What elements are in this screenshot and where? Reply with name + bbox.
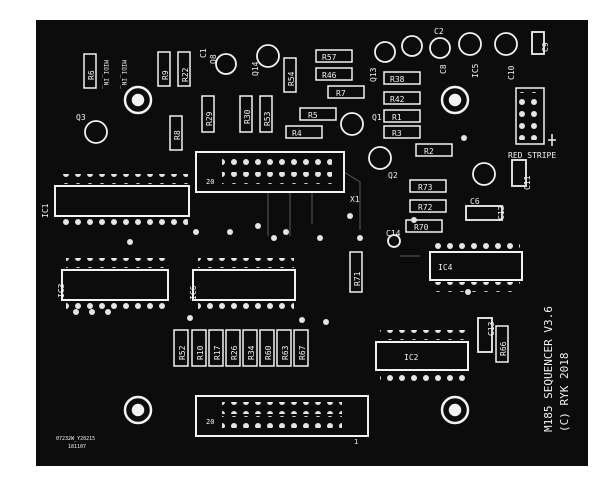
ic2-footprint xyxy=(375,330,469,382)
resistor-label: R73 xyxy=(418,183,433,192)
header-bottom-pin20-label: 20 xyxy=(206,418,214,426)
q2-label: Q2 xyxy=(388,171,398,180)
resistor-bank-label: R34 xyxy=(247,345,256,360)
c14-label: C14 xyxy=(386,229,401,238)
batch-code: 07232W_Y20215 xyxy=(56,436,95,442)
c10-label: C10 xyxy=(507,65,516,80)
resistor-bank-label: R10 xyxy=(196,345,205,360)
resistor-label: R53 xyxy=(263,111,272,126)
q1-label: Q1 xyxy=(372,113,382,122)
resistor-label: R2 xyxy=(424,147,434,156)
mounting-holes xyxy=(123,85,470,425)
ic6-label: IC6 xyxy=(189,285,198,300)
resistor-label: R22 xyxy=(181,67,190,82)
resistor-label: R71 xyxy=(353,271,362,286)
ic1-footprint xyxy=(54,174,190,228)
resistor-label: R3 xyxy=(392,129,402,138)
header-x1-label: X1 xyxy=(350,195,360,204)
resistor-label: R46 xyxy=(322,71,337,80)
ic4-label: IC4 xyxy=(438,263,453,272)
red-stripe-label: RED STRIPE xyxy=(508,151,556,160)
resistor-label: R42 xyxy=(390,95,405,104)
vias xyxy=(73,135,471,325)
resistor-label: R9 xyxy=(161,70,170,80)
ic1-label: IC1 xyxy=(41,203,50,218)
resistor-bank-label: R17 xyxy=(213,345,222,360)
top-resistor-bodies xyxy=(83,51,509,363)
header-x1-footprint xyxy=(195,151,345,193)
resistor-label: R8 xyxy=(173,130,182,140)
ic2-label: IC2 xyxy=(404,353,419,362)
ic3-footprint xyxy=(61,258,169,312)
header-bottom-footprint xyxy=(195,395,369,437)
resistor-label: R66 xyxy=(499,341,508,356)
resistor-label: R5 xyxy=(308,111,318,120)
q3-label: Q3 xyxy=(76,113,86,122)
c11-label: C11 xyxy=(523,175,532,190)
c6-label: C6 xyxy=(470,197,480,206)
c1-label: C1 xyxy=(199,48,208,58)
resistor-bank-label: R67 xyxy=(298,345,307,360)
c2-label: C2 xyxy=(434,27,444,36)
midi-in-label: MIDI_IN_ xyxy=(120,60,127,89)
c9-label: C9 xyxy=(541,42,550,52)
c12-label: C12 xyxy=(497,205,506,220)
right-resistor-bodies xyxy=(285,49,453,233)
header-top-pin20-label: 20 xyxy=(206,178,214,186)
ic4-footprint xyxy=(429,240,523,292)
resistor-bank-label: R63 xyxy=(281,345,290,360)
resistor-bank-label: R60 xyxy=(264,345,273,360)
c13-label: C13 xyxy=(487,321,496,336)
q13-label: Q13 xyxy=(369,67,378,82)
board-copyright: (C) RYK 2018 xyxy=(558,353,571,432)
resistor-label: R38 xyxy=(390,75,405,84)
resistor-label: R54 xyxy=(287,71,296,86)
resistor-label: R70 xyxy=(414,223,429,232)
resistor-bank-bodies xyxy=(173,329,309,367)
resistor-label: R6 xyxy=(87,70,96,80)
ic6-footprint xyxy=(192,258,296,312)
q8-label: Q8 xyxy=(209,54,218,64)
silk-traces xyxy=(267,171,420,257)
resistor-label: R7 xyxy=(336,89,346,98)
resistor-label: R1 xyxy=(392,113,402,122)
resistor-label: R29 xyxy=(205,111,214,126)
resistor-label: R30 xyxy=(243,109,252,124)
capacitor-outlines xyxy=(387,31,545,353)
midi-in-label: MIDI_IN_ xyxy=(102,60,109,89)
resistor-label: R72 xyxy=(418,203,433,212)
c8-label: C8 xyxy=(439,64,448,74)
resistor-bank-label: R26 xyxy=(230,345,239,360)
transistor-outlines xyxy=(84,41,396,170)
batch-date: 181107 xyxy=(68,444,86,450)
resistor-bank-label: R52 xyxy=(178,345,187,360)
board-title: M185 SEQUENCER V3.6 xyxy=(542,306,555,432)
header-bottom-pin1-label: 1 xyxy=(354,438,358,446)
resistor-label: R57 xyxy=(322,53,337,62)
ic3-label: IC3 xyxy=(57,283,66,298)
resistor-label: R4 xyxy=(292,129,302,138)
q14-label: Q14 xyxy=(251,61,260,76)
ic5-label: IC5 xyxy=(471,63,480,78)
right-pin-header xyxy=(515,87,545,145)
red-stripe-arrow xyxy=(548,134,556,146)
